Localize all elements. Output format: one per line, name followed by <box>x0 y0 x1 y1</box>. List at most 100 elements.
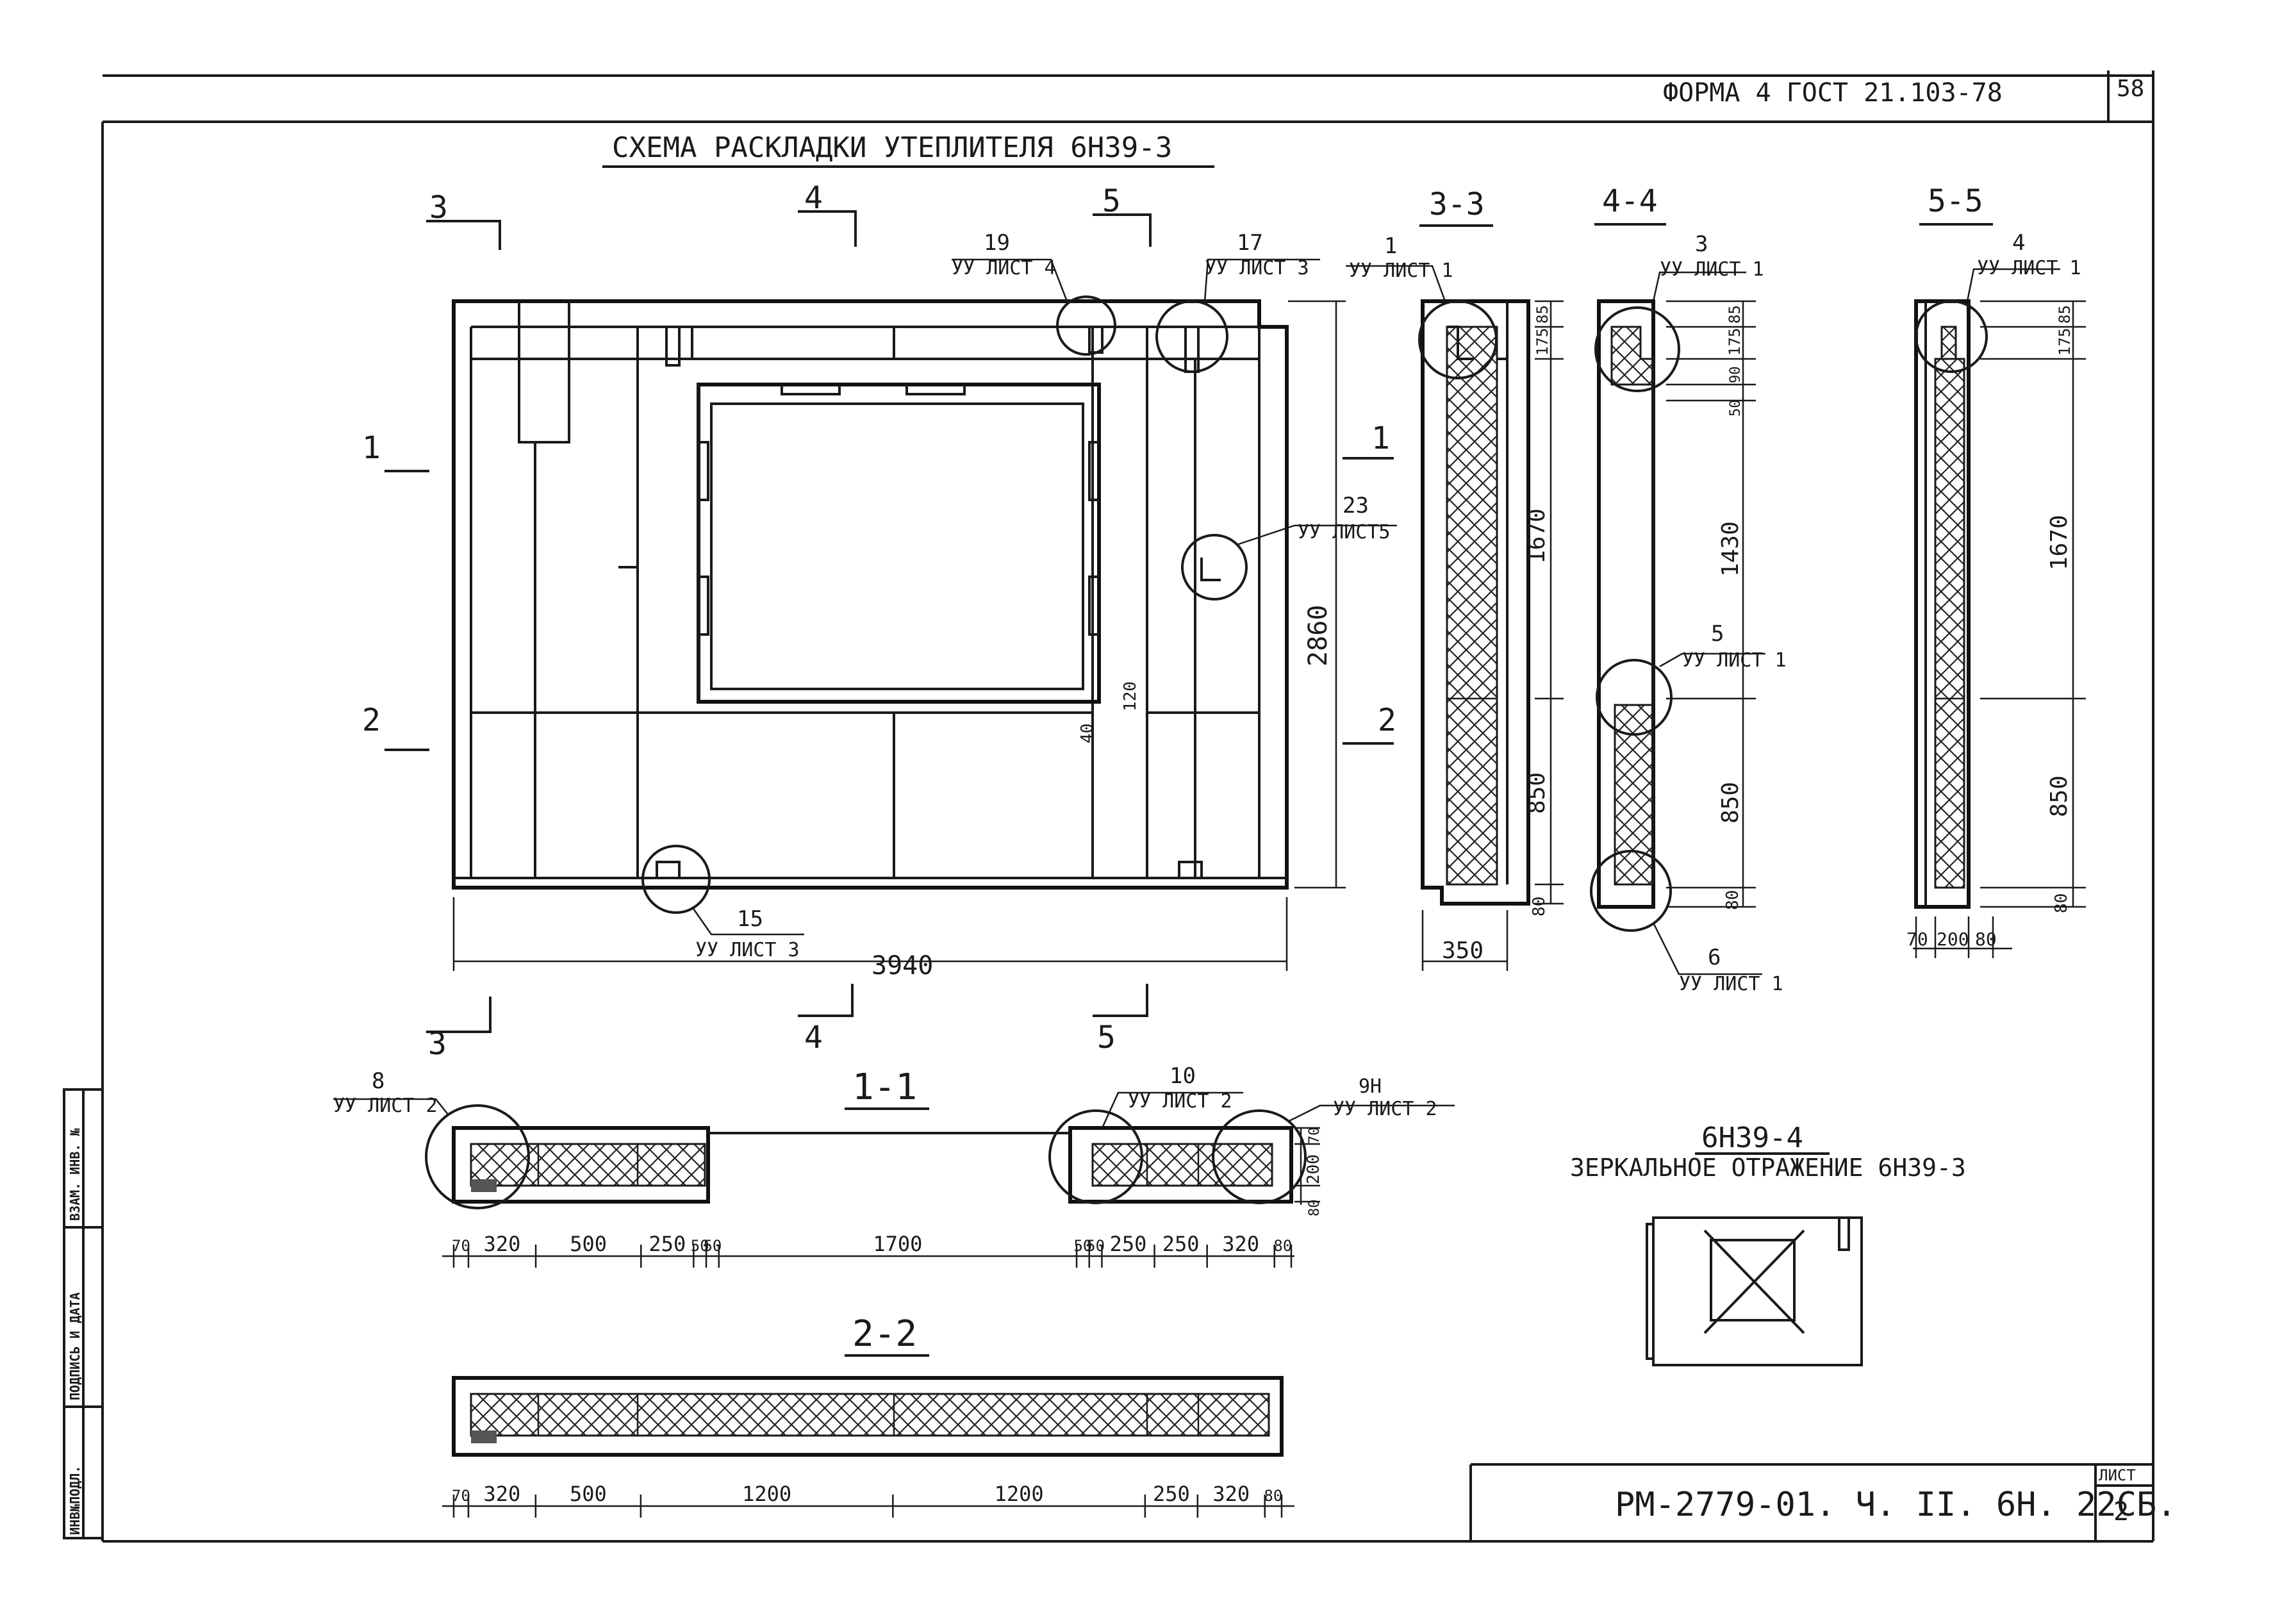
sec11-dim-label: 320 <box>1222 1232 1259 1256</box>
strip-sign-date: ПОДПИСЬ И ДАТА <box>67 1292 83 1400</box>
mirror-panel-diagram <box>1646 1216 1863 1366</box>
plan-callouts <box>641 258 1397 936</box>
callout-17-number: 17 <box>1237 230 1263 256</box>
section-mark-3-top: 3 <box>429 190 448 226</box>
section-1-1-title: 1-1 <box>852 1066 917 1108</box>
page-number: 58 <box>2117 76 2144 102</box>
sec55-dim-w70: 70 <box>1906 929 1928 950</box>
sec33-dim-1670: 1670 <box>1524 508 1550 564</box>
mirror-title: 6Н39-4 <box>1701 1122 1803 1154</box>
section-mark-3-bottom: 3 <box>428 1026 447 1062</box>
sec55-dim-175: 175 <box>2056 328 2074 356</box>
dim-width-3940: 3940 <box>872 951 933 981</box>
sec44-dim-85: 85 <box>1726 305 1744 324</box>
section-5-5-title: 5-5 <box>1928 183 1983 219</box>
dim-120: 120 <box>1121 681 1140 711</box>
sec44-dim-1430: 1430 <box>1717 521 1744 577</box>
sec33-dim-80: 80 <box>1530 897 1549 916</box>
sec22-dim-label: 500 <box>570 1482 607 1506</box>
sec33-dim-175: 175 <box>1533 328 1551 356</box>
sec55-dim-w200: 200 <box>1937 929 1969 950</box>
section-mark-4-bottom: 4 <box>804 1020 823 1056</box>
section-1-1-callout-left: 8 <box>372 1068 384 1094</box>
callout-23-sheet: УУ ЛИСТ5 <box>1298 521 1391 543</box>
section-2-2-dimensions: 70 320 500 1200 1200 250 320 80 <box>452 1482 1282 1518</box>
sheet-frame <box>101 70 2154 1543</box>
section-3-3-drawing <box>1346 265 1564 971</box>
mirror-subtitle: ЗЕРКАЛЬНОЕ ОТРАЖЕНИЕ 6Н39-3 <box>1570 1154 1966 1182</box>
sec11-dim-label: 500 <box>570 1232 607 1256</box>
sec22-dim-label: 320 <box>1212 1482 1250 1506</box>
section-1-1-callout-mid: 10 <box>1170 1063 1196 1089</box>
sec11-dim-label: 70 <box>452 1237 470 1255</box>
section-4-4-sheet-top: УУ ЛИСТ 1 <box>1660 258 1764 281</box>
section-cut-marks <box>384 210 1394 1033</box>
section-1-1-drawing <box>333 1091 1455 1257</box>
sec44-dim-175: 175 <box>1726 328 1744 356</box>
section-2-2-drawing <box>442 1376 1294 1507</box>
section-mark-1-right: 1 <box>1371 420 1390 456</box>
sec44-dim-80: 80 <box>1723 890 1742 910</box>
sec11-v70: 70 <box>1307 1127 1323 1145</box>
section-3-3-sheet: УУ ЛИСТ 1 <box>1349 260 1453 282</box>
strip-vzam-inv: ВЗАМ. ИНВ. № <box>67 1128 83 1221</box>
sec22-dim-label: 70 <box>452 1487 470 1505</box>
sec11-v80: 80 <box>1307 1200 1323 1217</box>
section-4-4-title: 4-4 <box>1602 183 1658 219</box>
section-mark-2-left: 2 <box>362 702 381 738</box>
sec11-dim-label: 250 <box>1110 1232 1147 1256</box>
dim-40: 40 <box>1078 724 1097 743</box>
sec33-dim-350: 350 <box>1442 938 1484 964</box>
drawing-title: СХЕМА РАСКЛАДКИ УТЕПЛИТЕЛЯ 6Н39-3 <box>612 131 1172 164</box>
sec44-dim-90: 90 <box>1728 367 1744 384</box>
sec55-dim-w80: 80 <box>1975 929 1997 950</box>
sec55-dim-1670: 1670 <box>2046 515 2072 570</box>
sec55-dim-85: 85 <box>2056 305 2074 324</box>
section-mark-5-top: 5 <box>1102 183 1121 219</box>
section-mark-5-bottom: 5 <box>1097 1020 1116 1056</box>
section-1-1-sheet-mid: УУ ЛИСТ 2 <box>1128 1090 1232 1113</box>
sec22-dim-label: 1200 <box>742 1482 791 1506</box>
section-mark-1-left: 1 <box>362 430 381 466</box>
sec11-dim-label: 1700 <box>873 1232 922 1256</box>
section-1-1-sheet-right: УУ ЛИСТ 2 <box>1333 1098 1437 1120</box>
sec55-dim-80: 80 <box>2052 893 2071 913</box>
section-5-5-callout: 4 <box>2012 230 2025 256</box>
section-3-3-callout: 1 <box>1384 233 1397 259</box>
sec22-dim-label: 320 <box>484 1482 521 1506</box>
section-4-4-drawing <box>1590 271 1765 975</box>
sheet-label: ЛИСТ <box>2099 1466 2136 1484</box>
sec11-v200: 200 <box>1304 1154 1323 1184</box>
callout-19-sheet: УУ ЛИСТ 4 <box>952 257 1056 279</box>
dim-height-2860: 2860 <box>1303 605 1333 667</box>
plan-dimension-lines <box>452 300 1346 971</box>
sec33-dim-850: 850 <box>1524 772 1550 814</box>
sec22-dim-label: 80 <box>1264 1487 1282 1505</box>
section-2-2-title: 2-2 <box>852 1313 917 1355</box>
main-panel-plan <box>452 299 1289 890</box>
sec11-dim-label: 250 <box>1162 1232 1200 1256</box>
left-approval-strip <box>63 1088 104 1539</box>
strip-inv-podl: ИНВ№ПОДЛ. <box>67 1466 83 1535</box>
callout-23-number: 23 <box>1343 493 1369 518</box>
sec22-dim-label: 250 <box>1153 1482 1190 1506</box>
section-4-4-sheet-bot: УУ ЛИСТ 1 <box>1679 973 1783 995</box>
section-4-4-callout-bot: 6 <box>1708 945 1721 970</box>
section-3-3-title: 3-3 <box>1429 186 1485 222</box>
sec33-dim-85: 85 <box>1533 305 1551 324</box>
sec11-dim-label: 250 <box>649 1232 686 1256</box>
section-5-5-drawing <box>1913 268 2086 958</box>
callout-15-sheet: УУ ЛИСТ 3 <box>695 939 800 961</box>
callout-15-number: 15 <box>737 906 763 932</box>
sec11-dim-label: 80 <box>1273 1237 1292 1255</box>
sheet-number: 2 <box>2113 1497 2129 1527</box>
section-1-1-sheet-left: УУ ЛИСТ 2 <box>333 1095 438 1117</box>
section-1-1-callout-right: 9Н <box>1359 1075 1382 1098</box>
section-5-5-sheet: УУ ЛИСТ 1 <box>1977 257 2081 279</box>
sec22-dim-label: 1200 <box>995 1482 1044 1506</box>
section-4-4-callout-mid: 5 <box>1711 621 1724 647</box>
callout-17-sheet: УУ ЛИСТ 3 <box>1205 257 1309 279</box>
sec44-dim-850: 850 <box>1717 782 1744 824</box>
document-code: РМ-2779-01. Ч. II. 6Н. 22СБ. <box>1615 1486 2177 1524</box>
